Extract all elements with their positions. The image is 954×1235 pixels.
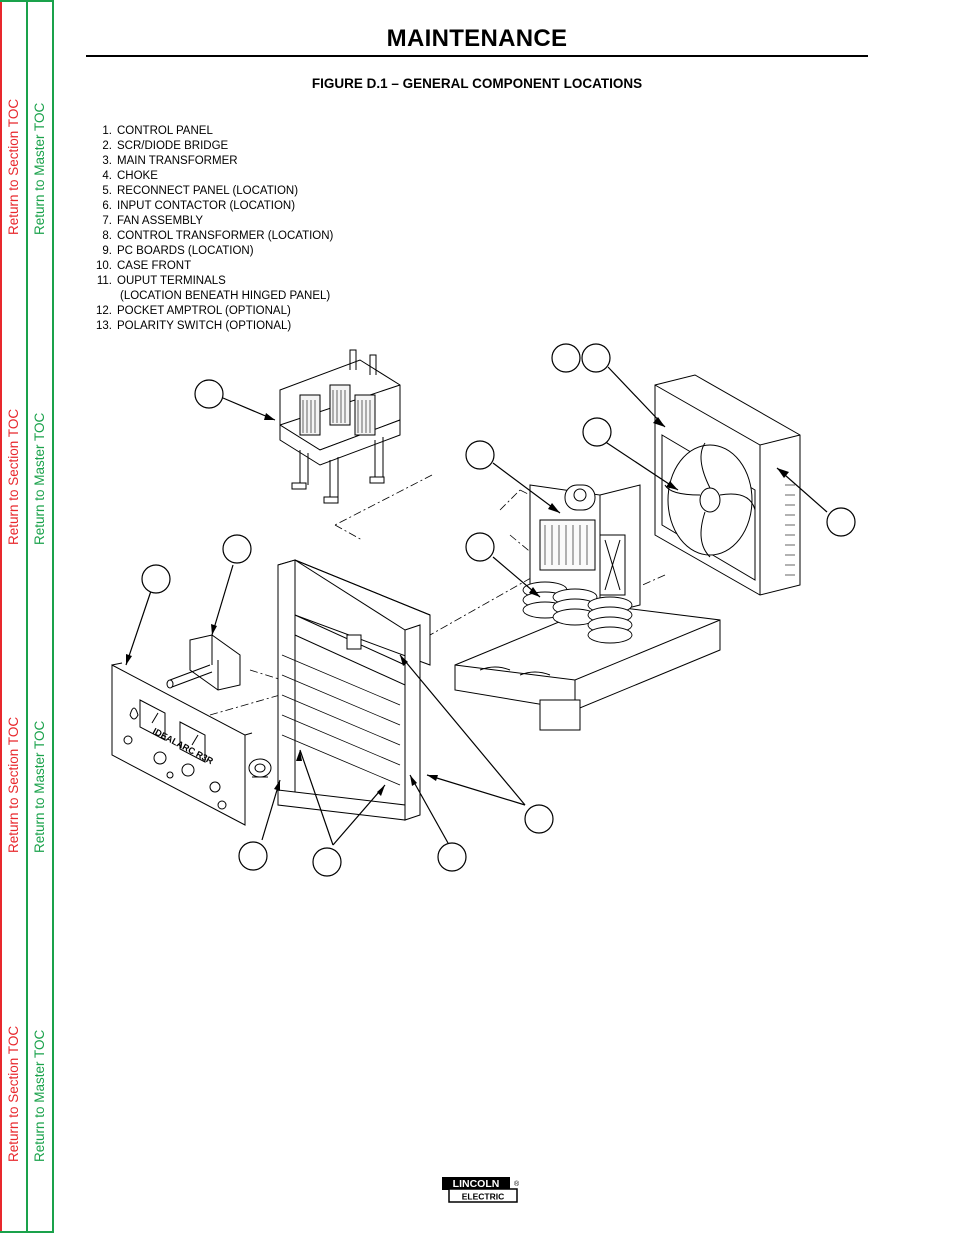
return-to-section-toc-link[interactable]: Return to Section TOC [6, 98, 21, 235]
svg-text:ELECTRIC: ELECTRIC [462, 1192, 505, 1202]
page-title: MAINTENANCE [386, 25, 568, 52]
return-to-section-toc-link[interactable]: Return to Section TOC [6, 408, 21, 545]
legend-item: 8. CONTROL TRANSFORMER (LOCATION) [90, 229, 333, 244]
legend-item-text: SCR/DIODE BRIDGE [117, 140, 229, 152]
return-to-section-toc-link[interactable]: Return to Section TOC [6, 1025, 21, 1162]
legend-item: 4. CHOKE [90, 169, 333, 184]
legend-item-number: 6. [102, 200, 112, 212]
component-legend: 1. CONTROL PANEL 2. SCR/DIODE BRIDGE 3. MAIN … [90, 124, 333, 334]
callout-bubble [312, 847, 342, 877]
callout-bubble [222, 534, 252, 564]
fan-assembly-drawing [654, 374, 801, 596]
legend-item: 11. OUPUT TERMINALS [90, 274, 333, 289]
component-location-diagram: IDEALARC R3R [111, 343, 856, 877]
legend-item-number: 10. [96, 260, 112, 272]
legend-item-text: CONTROL TRANSFORMER (LOCATION) [117, 230, 334, 242]
callout-bubble [437, 842, 467, 872]
figure-caption: FIGURE D.1 – GENERAL COMPONENT LOCATIONS [311, 76, 643, 91]
title-rule [86, 55, 868, 57]
legend-item: 3. MAIN TRANSFORMER [90, 154, 333, 169]
legend-item-text: MAIN TRANSFORMER [117, 155, 238, 167]
return-to-master-toc-link[interactable]: Return to Master TOC [32, 720, 47, 853]
legend-item: 6. INPUT CONTACTOR (LOCATION) [90, 199, 333, 214]
callout-bubble [238, 841, 268, 871]
callout-bubble [551, 343, 581, 373]
callout-bubble [581, 343, 611, 373]
pocket-amptrol-drawing [166, 634, 241, 691]
svg-text:®: ® [514, 1180, 519, 1188]
legend-item-text: INPUT CONTACTOR (LOCATION) [117, 200, 296, 212]
legend-item-text: OUPUT TERMINALS [117, 275, 226, 287]
callout-bubble [465, 440, 495, 470]
legend-item: 12. POCKET AMPTROL (OPTIONAL) [90, 304, 333, 319]
legend-item-text: POCKET AMPTROL (OPTIONAL) [117, 305, 291, 317]
alignment-lines [209, 474, 666, 716]
legend-item-number: 3. [102, 155, 112, 167]
legend-item: 10. CASE FRONT [90, 259, 333, 274]
legend-item-text: CHOKE [117, 170, 158, 182]
callout-bubble [524, 804, 554, 834]
callout-bubble [194, 379, 224, 409]
control-panel-drawing: IDEALARC R3R [111, 662, 253, 826]
nav-border [0, 1231, 54, 1233]
callout-bubble [141, 564, 171, 594]
legend-item: 2. SCR/DIODE BRIDGE [90, 139, 333, 154]
case-front-drawing [277, 559, 431, 821]
return-to-master-toc-link[interactable]: Return to Master TOC [32, 102, 47, 235]
polarity-switch-drawing [248, 758, 272, 778]
legend-item-number: 2. [102, 140, 112, 152]
nav-border [52, 0, 54, 1233]
callout-bubble [582, 417, 612, 447]
nav-border [0, 0, 54, 2]
legend-item: 13. POLARITY SWITCH (OPTIONAL) [90, 319, 333, 334]
callout-bubble [465, 532, 495, 562]
legend-item: 7. FAN ASSEMBLY [90, 214, 333, 229]
legend-item-number: 4. [102, 170, 112, 182]
legend-item-number: 9. [102, 245, 112, 257]
return-to-master-toc-link[interactable]: Return to Master TOC [32, 412, 47, 545]
return-to-section-toc-link[interactable]: Return to Section TOC [6, 716, 21, 853]
nav-border [26, 0, 28, 1233]
legend-item-text: RECONNECT PANEL (LOCATION) [117, 185, 299, 197]
lincoln-electric-logo: LINCOLN ELECTRIC ® [442, 1177, 519, 1203]
legend-item-number: 13. [96, 320, 112, 332]
legend-item-note: (LOCATION BENEATH HINGED PANEL) [120, 290, 331, 302]
legend-item-number: 12. [96, 305, 112, 317]
legend-item-number: 8. [102, 230, 112, 242]
legend-item: 5. RECONNECT PANEL (LOCATION) [90, 184, 333, 199]
scr-diode-bridge-drawing [279, 349, 401, 504]
legend-item-text: FAN ASSEMBLY [117, 215, 204, 227]
callout-arrowheads [126, 413, 789, 796]
transformer-base-drawing [454, 484, 721, 731]
callout-bubble [826, 507, 856, 537]
return-to-master-toc-link[interactable]: Return to Master TOC [32, 1029, 47, 1162]
svg-text:LINCOLN: LINCOLN [453, 1178, 500, 1190]
legend-item-number: 5. [102, 185, 112, 197]
legend-item-text: CASE FRONT [117, 260, 192, 272]
legend-item-number: 7. [102, 215, 112, 227]
legend-item: 1. CONTROL PANEL [90, 124, 333, 139]
nav-border [0, 0, 2, 1233]
legend-item-number: 11. [96, 275, 112, 287]
legend-item-number: 1. [102, 125, 112, 137]
legend-item: 9. PC BOARDS (LOCATION) [90, 244, 333, 259]
legend-item-text: CONTROL PANEL [117, 125, 213, 137]
legend-item-text: POLARITY SWITCH (OPTIONAL) [117, 320, 292, 332]
callout-bubbles [141, 343, 856, 877]
legend-item-text: PC BOARDS (LOCATION) [117, 245, 254, 257]
